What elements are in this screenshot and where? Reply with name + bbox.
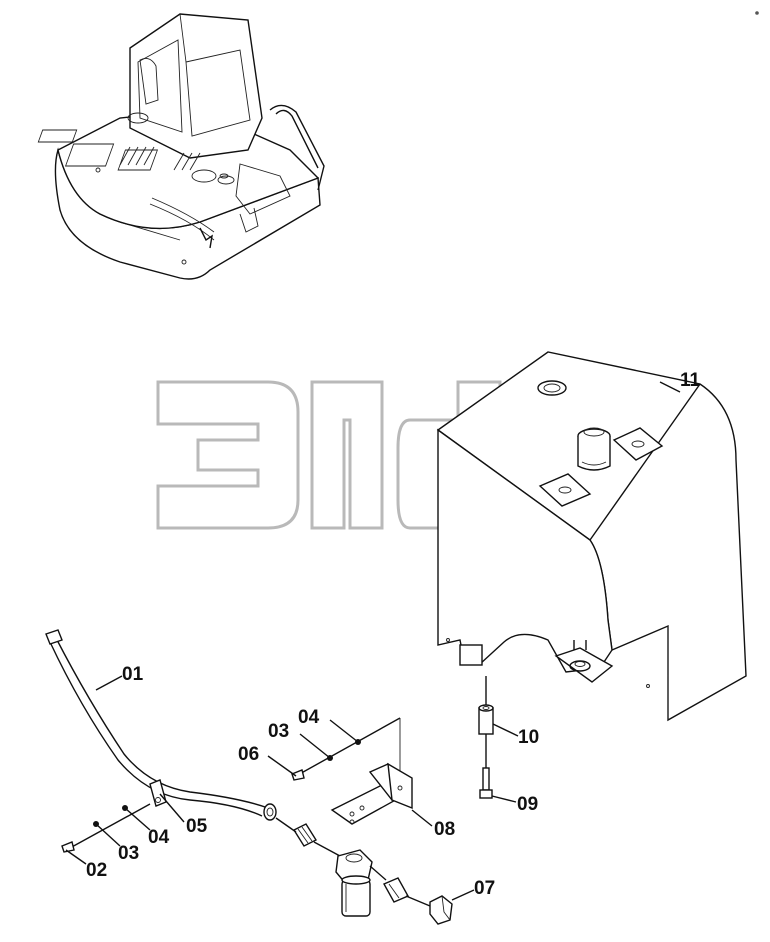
callout-09: 09 [517, 794, 538, 815]
leader-02 [65, 849, 87, 865]
leader-06 [267, 755, 297, 777]
engine-grille [37, 129, 201, 171]
callout-04-lower: 04 [148, 827, 170, 848]
mounting-pad-left [538, 473, 592, 507]
elbow-07 [429, 895, 453, 925]
adapter-fitting [292, 823, 318, 847]
tank-outlet [554, 640, 614, 683]
fastener-stack-lower [61, 803, 151, 853]
callout-07: 07 [474, 878, 495, 899]
outlet-fitting [383, 877, 409, 903]
callout-10: 10 [518, 727, 539, 748]
bolt-09 [479, 767, 493, 799]
filter-assembly [335, 849, 373, 917]
callout-06: 06 [238, 744, 259, 765]
leader-hose-fitting [275, 817, 297, 833]
leader-fitting-filter [313, 841, 341, 857]
leader-03-lower [95, 823, 121, 847]
callout-03-upper: 03 [268, 721, 289, 742]
mounting-pad-right [612, 427, 664, 461]
bracket-08 [330, 762, 413, 825]
leader-08 [411, 809, 433, 827]
leader-03-upper [299, 733, 331, 759]
callout-02: 02 [86, 860, 107, 881]
hose-01 [45, 629, 277, 821]
breather-cap [577, 427, 611, 471]
leader-05 [159, 793, 185, 823]
excavator-overview [37, 13, 325, 280]
callout-08: 08 [434, 819, 455, 840]
leader-fitting-elbow [405, 895, 431, 907]
leader-11 [659, 381, 681, 393]
spacer-10 [478, 704, 494, 735]
callout-11: 11 [680, 370, 701, 391]
leader-04-lower [124, 807, 151, 831]
callout-04-upper: 04 [298, 707, 320, 728]
leader-01 [95, 675, 123, 691]
callout-03-lower: 03 [118, 843, 139, 864]
bolt-06 [291, 769, 305, 781]
leader-09 [491, 795, 517, 803]
corner-mark [755, 11, 759, 15]
leader-04-upper [329, 719, 359, 743]
leader-10 [492, 723, 519, 737]
callout-05: 05 [186, 816, 208, 837]
bolt-02 [61, 841, 75, 853]
leader-filter-fitting [369, 865, 387, 881]
callout-01: 01 [122, 664, 144, 685]
drain-bracket [459, 644, 483, 666]
hydraulic-tank [436, 351, 747, 722]
leader-07 [451, 889, 475, 901]
filler-port [537, 380, 567, 396]
